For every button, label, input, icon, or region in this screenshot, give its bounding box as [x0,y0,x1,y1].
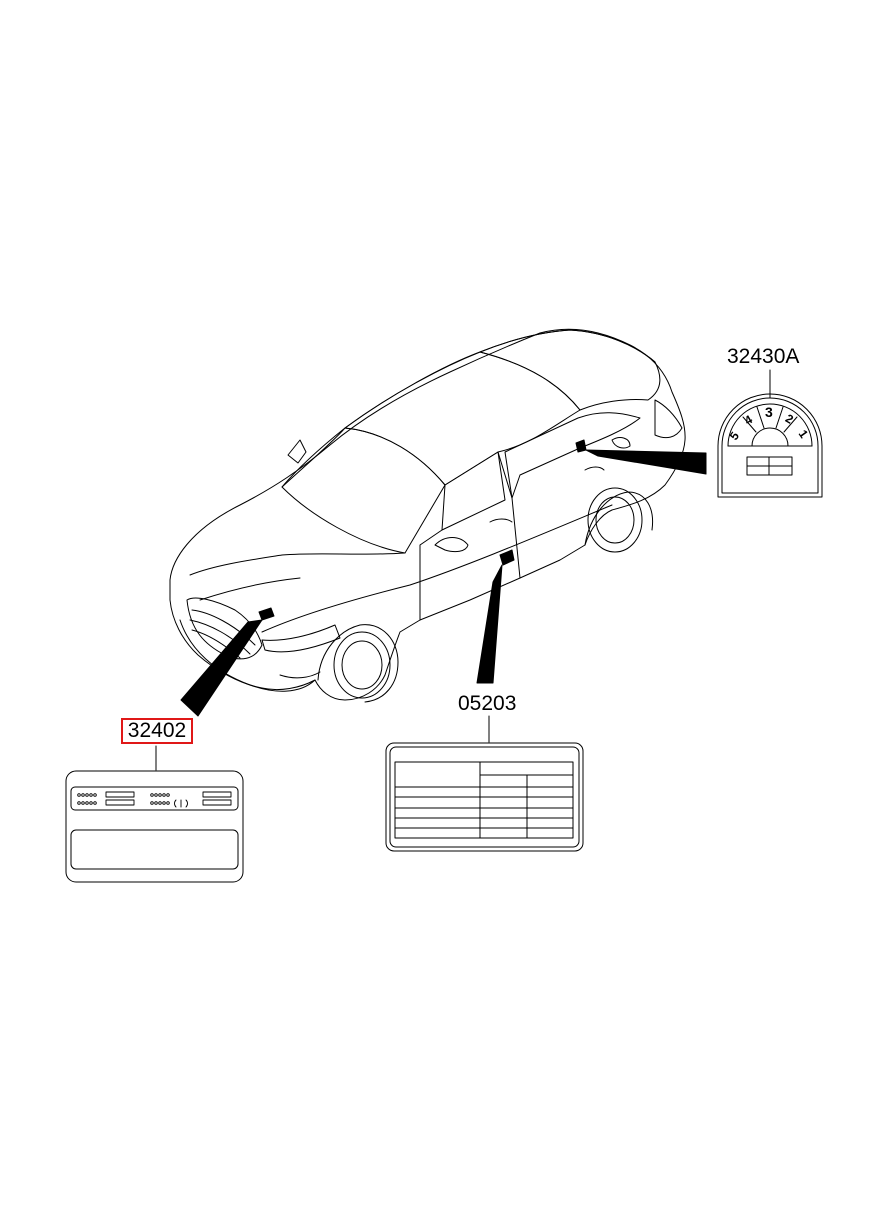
car-side-mirror [434,537,469,553]
gauge-inner-arc [751,427,789,447]
car-windshield [281,427,446,554]
leader-wedge-32402 [180,619,263,717]
car-front-wheel [317,624,399,703]
car-door-line [497,451,521,579]
car-front-door-edge [419,529,443,621]
car-grille [186,597,263,660]
car-door-handle-rear [584,466,605,471]
gauge-number-3: 3 [765,404,773,420]
car-door-handle-front [489,518,513,523]
car-side-window-front [441,451,506,531]
car-roof [281,329,656,488]
emission-blank-panel [70,829,239,870]
car-body-outline [169,328,686,701]
car-rear-window [479,329,661,411]
part-label-32402 [65,770,244,883]
part-label-32430A [717,393,823,498]
car-hood-crease [199,577,301,601]
part-label-05203 [385,742,584,852]
car-antenna [287,439,307,464]
car-side-crease [261,504,613,633]
car-headlight [261,624,341,653]
car-illustration [169,328,686,703]
car-roof-panel [344,351,581,486]
part-number-32430A[interactable]: 32430A [727,345,800,368]
label-marker-hood [258,607,275,621]
part-number-32402-highlighted[interactable]: 32402 [121,718,193,744]
car-hood [189,552,406,576]
car-tail-light [654,399,683,439]
part-number-05203[interactable]: 05203 [458,692,517,715]
spec-table [394,761,574,839]
emission-fine-print [77,791,232,808]
leader-wedge-32430A [585,449,707,475]
label-marker-door [499,549,515,566]
leader-wedge-05203 [476,564,503,684]
gauge-outer-arc [727,403,813,447]
emission-info-strip [70,786,239,811]
label-marker-fuel-door [575,439,587,453]
car-bumper [179,619,316,692]
car-rear-wheel [584,487,654,553]
